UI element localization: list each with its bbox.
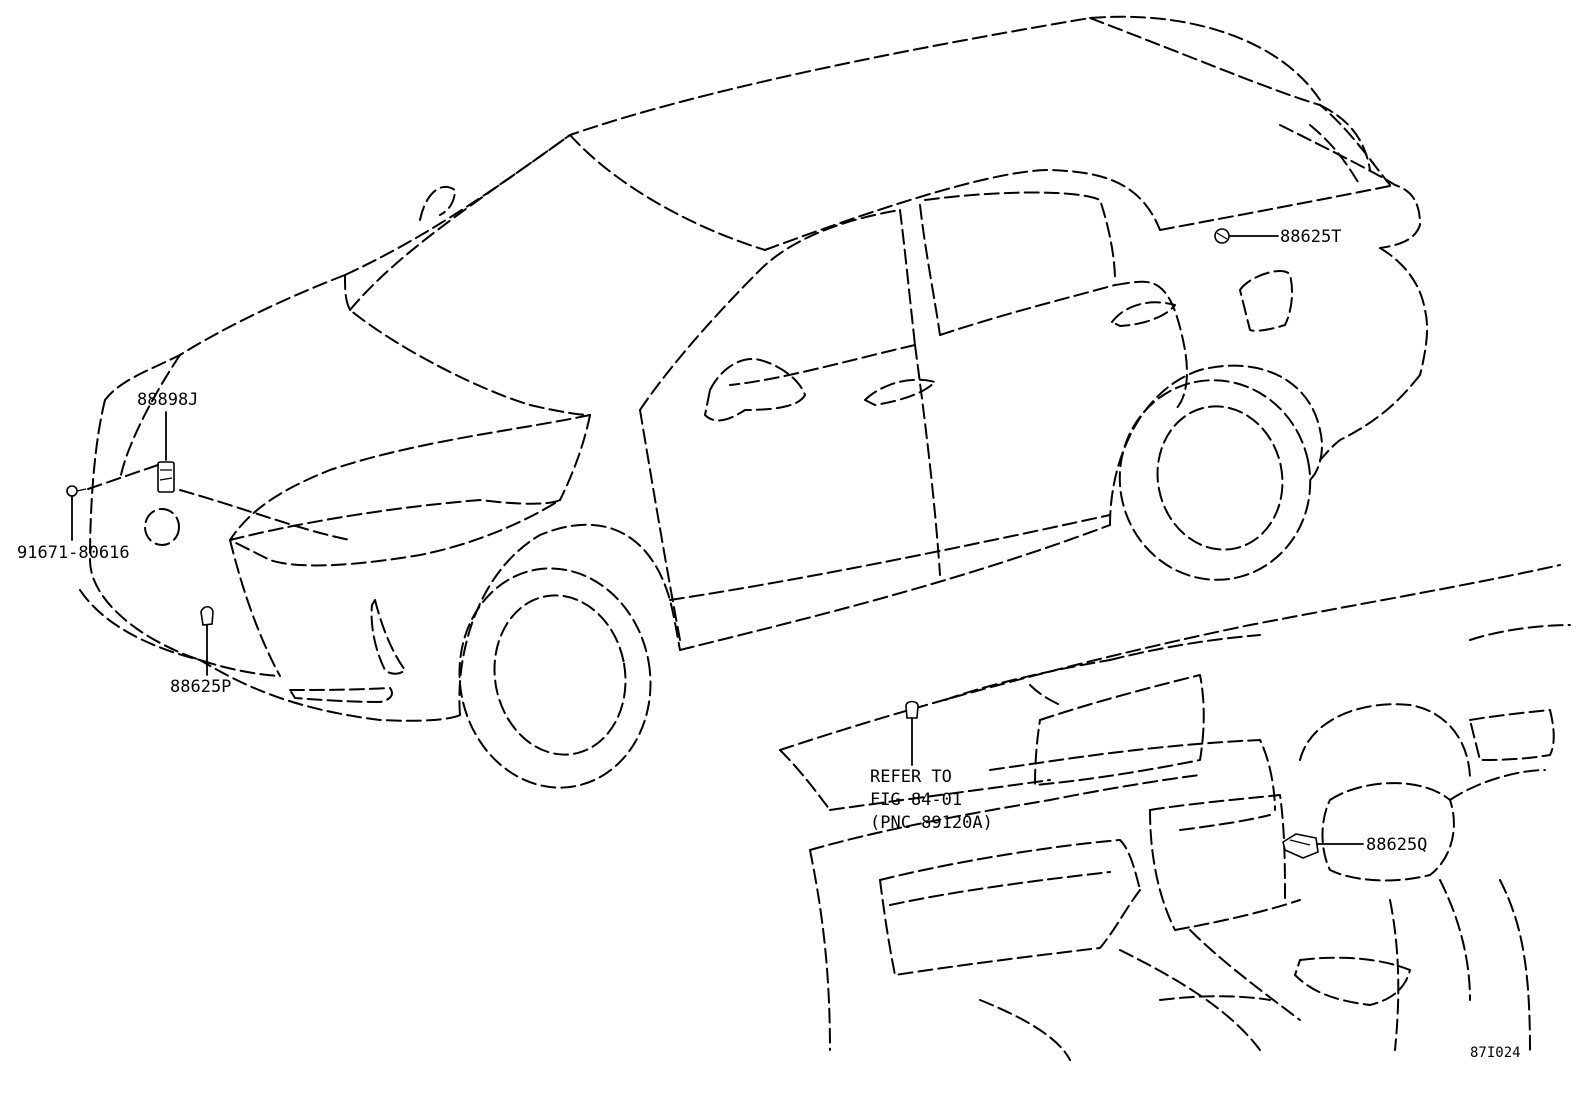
label-88898j: 88898J	[137, 390, 198, 410]
sensor-89120a-icon	[905, 700, 919, 719]
sensor-88625p-icon	[200, 605, 214, 626]
refer-to-line-1: REFER TO	[870, 767, 952, 787]
dashboard-interior-drawing	[779, 564, 1571, 1061]
figure-code: 87I024	[1470, 1045, 1521, 1061]
label-88625t: 88625T	[1280, 227, 1341, 247]
leader-lines	[71, 235, 1364, 845]
refer-to-line-3: (PNC 89120A)	[870, 813, 993, 833]
vehicle-exterior-drawing	[79, 15, 1429, 789]
label-88625p: 88625P	[170, 677, 231, 697]
refer-to-line-2: FIG 84-01	[870, 790, 962, 810]
sensor-88625q-icon	[1282, 833, 1319, 859]
sensor-88625t-icon	[1214, 228, 1230, 244]
screw-91671-80616-icon	[66, 485, 87, 497]
sensor-88898j-icon	[157, 461, 175, 493]
label-91671-80616: 91671-80616	[17, 543, 130, 563]
label-88625q: 88625Q	[1366, 835, 1427, 855]
